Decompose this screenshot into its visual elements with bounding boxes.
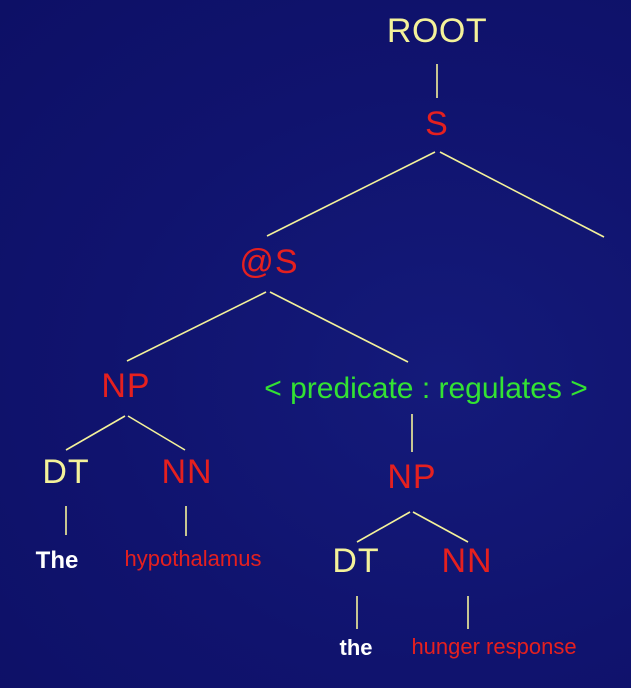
node-predicate: < predicate : regulates > [264, 372, 588, 405]
word-hunger-response: hunger response [411, 634, 577, 659]
edge-np1-nn1 [127, 415, 186, 451]
node-at-s: @S [239, 243, 299, 281]
edge-s-ats [266, 151, 436, 237]
node-nn-subject: NN [161, 453, 213, 491]
word-the-lower: the [339, 635, 373, 660]
node-dt-subject: DT [42, 453, 90, 491]
edge-s-right [439, 151, 605, 238]
word-the-capital: The [35, 547, 79, 574]
edge-np2-dt2 [356, 511, 411, 543]
edge-ats-np1 [126, 291, 267, 362]
node-nn-object: NN [441, 542, 493, 580]
edge-ats-predicate [269, 291, 409, 363]
node-dt-object: DT [332, 542, 380, 580]
node-np-object: NP [387, 458, 437, 496]
node-root: ROOT [386, 12, 488, 50]
edge-np1-dt1 [65, 415, 126, 451]
word-hypothalamus: hypothalamus [124, 546, 262, 571]
node-np-subject: NP [101, 367, 151, 405]
node-s: S [425, 105, 449, 143]
edge-np2-nn2 [412, 511, 469, 543]
